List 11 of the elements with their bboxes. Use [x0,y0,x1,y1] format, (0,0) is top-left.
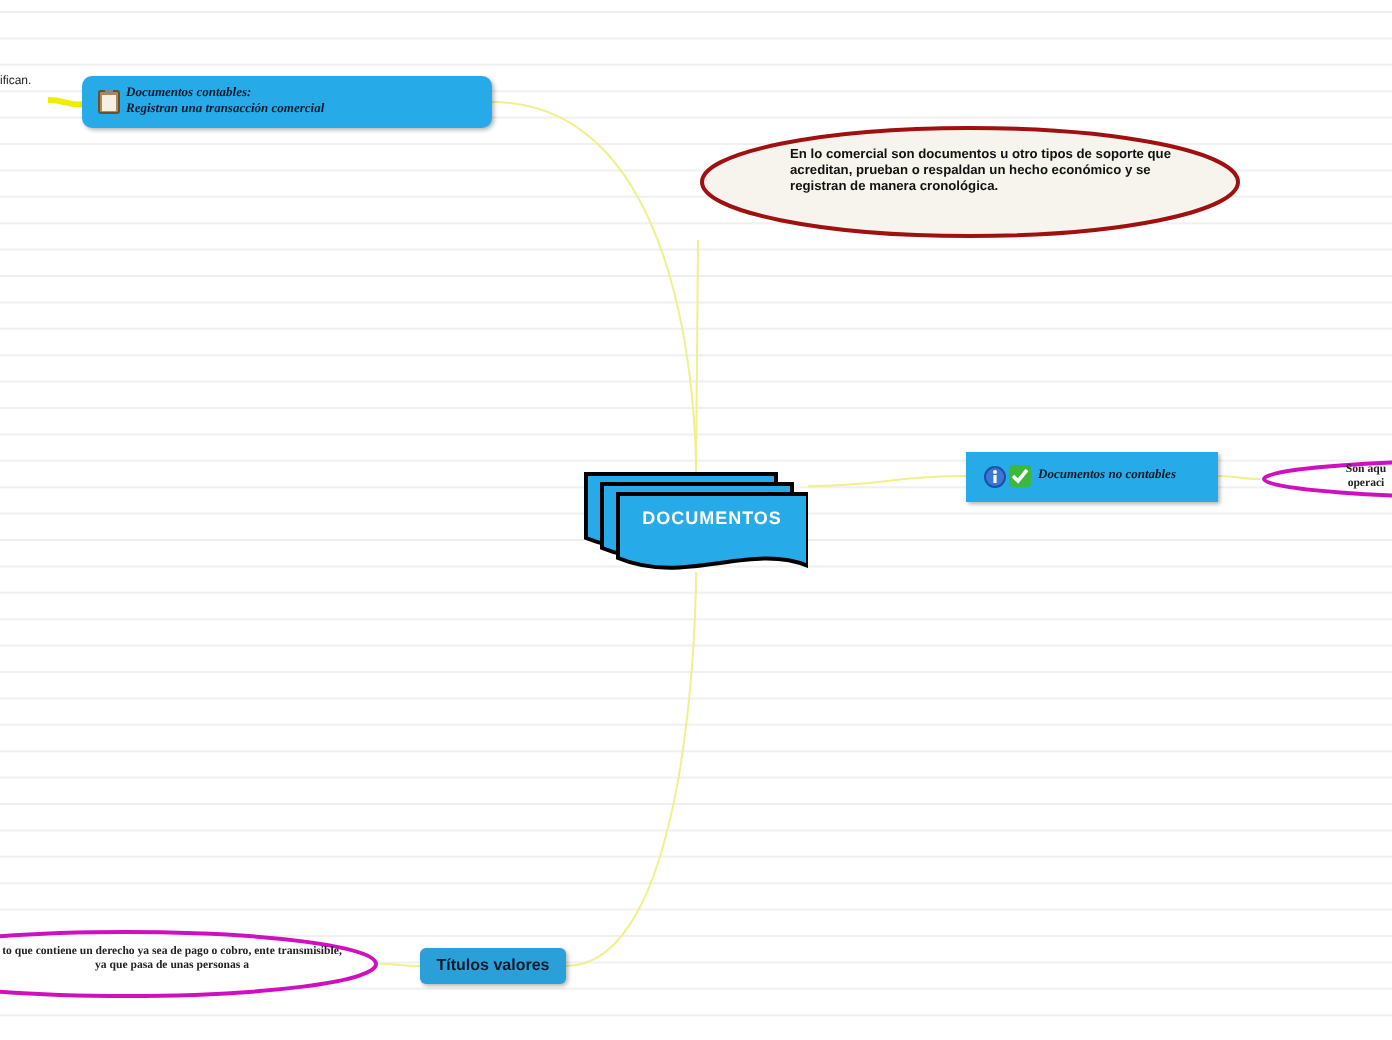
title-text: DOCUMENTOS [640,508,784,528]
topic-label: Títulos valores [434,956,552,974]
topic-box [966,452,1218,502]
connector-line [565,571,697,967]
connector-line [379,963,421,967]
topic-box [420,948,566,984]
connector-line [47,97,83,108]
connector-line [1217,475,1261,480]
connector-line [807,475,967,487]
connector-line [695,239,699,473]
topic-box [82,76,492,128]
